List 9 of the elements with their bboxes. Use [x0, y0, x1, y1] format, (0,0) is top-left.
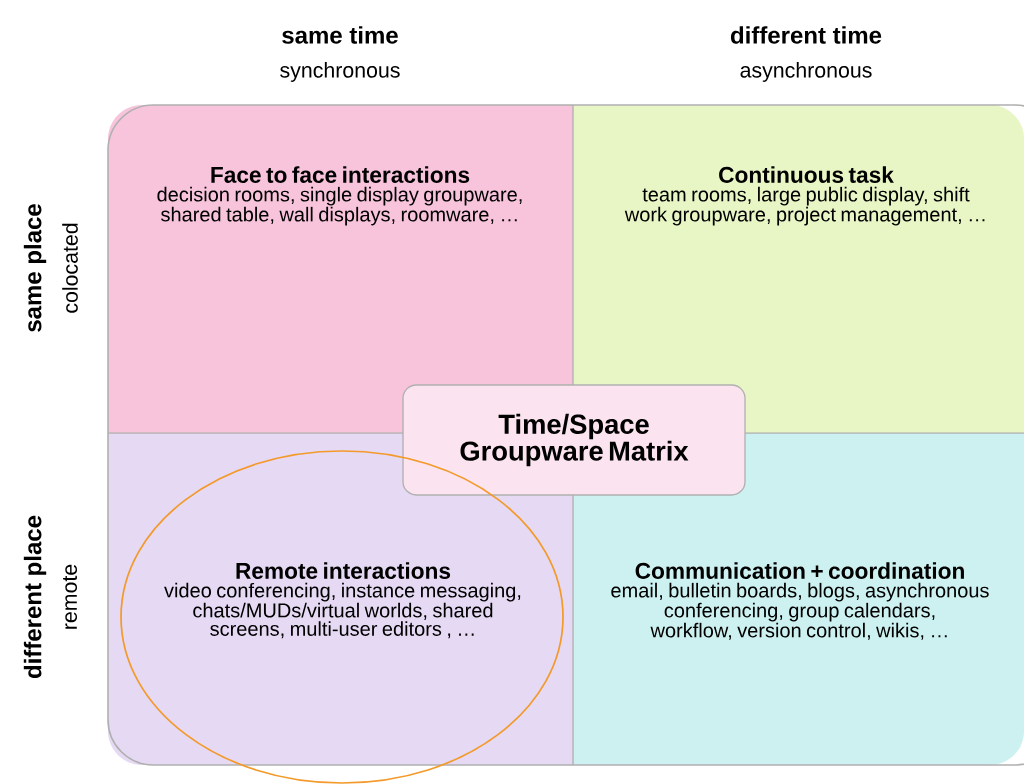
axis-subheading: colocated	[62, 223, 78, 313]
axis-subheading: remote	[63, 564, 77, 629]
axis-heading: different place	[23, 515, 47, 679]
axis-heading: same place	[23, 204, 47, 332]
axis-subheading: asynchronous	[740, 62, 872, 82]
title-box: Time/Space Groupware Matrix	[402, 384, 746, 496]
axis-heading: same time	[282, 26, 398, 44]
axis-heading: different time	[731, 26, 882, 44]
axis-subheading: synchronous	[280, 62, 400, 82]
